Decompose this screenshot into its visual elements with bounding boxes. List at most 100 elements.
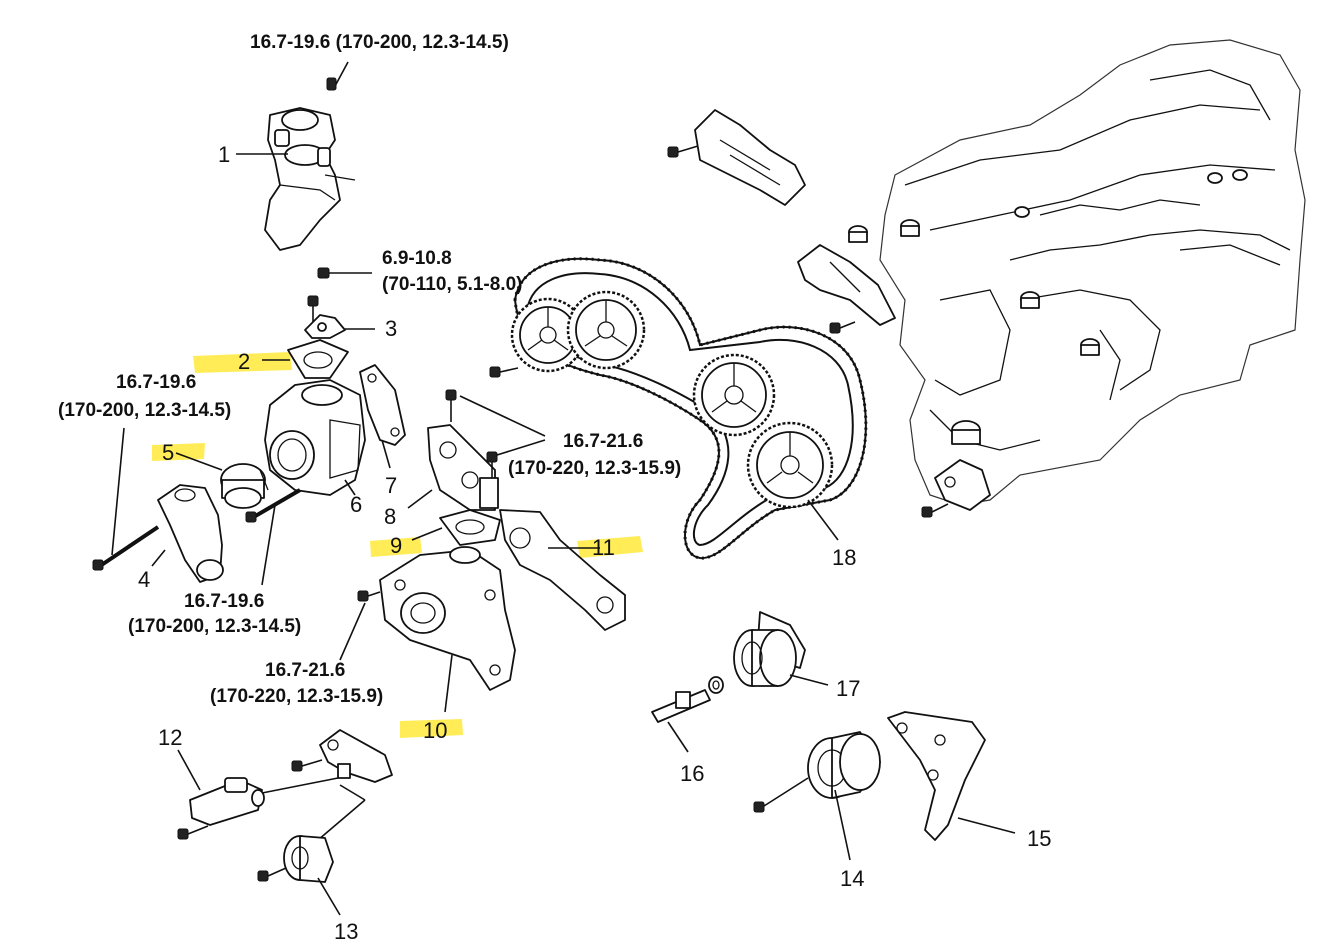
leader-12 <box>177 749 201 791</box>
gasket-2 <box>287 339 349 379</box>
highlight-2 <box>193 352 292 373</box>
leader-left-bolt <box>111 427 125 556</box>
tensioner-pulley-17 <box>733 611 806 687</box>
label-14: 14 <box>840 866 864 891</box>
label-1: 1 <box>218 142 230 167</box>
highlight-10 <box>400 719 463 738</box>
pump-plate <box>427 424 499 511</box>
water-outlet-fitting <box>264 107 356 251</box>
highlight-9 <box>370 537 422 557</box>
bolt-icon <box>307 295 319 322</box>
torque-spec-left-line1: 16.7-19.6 <box>116 372 196 393</box>
torque-spec-lower-line2: (170-200, 12.3-14.5) <box>128 616 301 637</box>
long-bolt-icon <box>245 488 302 523</box>
label-18: 18 <box>832 545 856 570</box>
leader-13-b <box>317 799 366 841</box>
thermostat-housing <box>264 379 366 496</box>
torque-spec-left-line2: (170-200, 12.3-14.5) <box>58 400 231 421</box>
torque-spec-lower-line1: 16.7-19.6 <box>184 591 264 612</box>
label-3: 3 <box>385 316 397 341</box>
label-4: 4 <box>138 567 150 592</box>
leader-16 <box>667 721 689 753</box>
torque-spec-top: 16.7-19.6 (170-200, 12.3-14.5) <box>250 32 509 53</box>
highlight-marks <box>152 352 643 738</box>
bolt-icon <box>921 503 949 518</box>
torque-spec-right-line2: (170-220, 12.3-15.9) <box>508 458 681 479</box>
gasket-11 <box>499 509 626 631</box>
leader-right-torque-a <box>459 395 546 437</box>
bolt-icon <box>291 759 323 772</box>
water-inlet-fitting <box>157 484 224 583</box>
water-pump <box>379 546 516 691</box>
cam-sprocket-left <box>510 297 586 373</box>
leader-lower-bolt <box>261 504 276 586</box>
label-16: 16 <box>680 761 704 786</box>
bolt-icon <box>489 366 519 378</box>
label-8: 8 <box>384 504 396 529</box>
label-7: 7 <box>385 473 397 498</box>
leader-pump-bolt <box>339 602 366 661</box>
leader-9 <box>411 527 443 541</box>
torque-spec-pump-line2: (170-220, 12.3-15.9) <box>210 686 383 707</box>
engine-bosses <box>848 169 1248 445</box>
leader-5 <box>175 452 223 471</box>
gasket-7 <box>359 364 406 446</box>
label-11: 11 <box>592 535 615 560</box>
leader-13 <box>317 877 341 916</box>
label-6: 6 <box>350 492 362 517</box>
leader-13-a <box>339 784 366 801</box>
highlight-11 <box>577 536 643 558</box>
highlight-5 <box>152 443 205 461</box>
leader-right-torque-b <box>496 439 546 456</box>
idler-bracket-15 <box>887 711 986 841</box>
torque-spec-mid-line2: (70-110, 5.1-8.0) <box>382 274 522 295</box>
bolt-icon <box>445 389 457 422</box>
auto-tensioner <box>189 777 265 826</box>
label-17: 17 <box>836 676 860 701</box>
leader-17 <box>789 674 829 686</box>
label-9: 9 <box>390 533 402 558</box>
bolt-icon <box>257 867 287 882</box>
bolt-icon <box>326 61 349 91</box>
leader-14 <box>834 789 851 861</box>
upper-timing-cover-bracket <box>694 109 806 206</box>
torque-spec-pump-line1: 16.7-21.6 <box>265 660 345 681</box>
label-10: 10 <box>423 718 447 743</box>
torque-spec-mid-line1: 6.9-10.8 <box>382 248 452 269</box>
lower-engine-bracket <box>934 459 991 511</box>
label-5: 5 <box>162 440 174 465</box>
timing-belt-assembly <box>513 257 868 560</box>
bolt-icon <box>829 321 856 334</box>
leader-7 <box>381 439 391 469</box>
leader-6 <box>344 479 356 496</box>
leader-18 <box>807 499 839 541</box>
tensioner-arm <box>319 729 393 783</box>
leader-10 <box>444 654 453 713</box>
crank-sprocket <box>746 421 834 509</box>
bolt-icon <box>753 777 809 813</box>
engine-block <box>848 39 1306 506</box>
idler-pulley-13 <box>283 835 334 883</box>
long-bolt-icon <box>92 525 160 571</box>
leader-4 <box>151 549 166 567</box>
gasket-9 <box>439 509 501 546</box>
torque-spec-right-line1: 16.7-21.6 <box>563 431 643 452</box>
leader-15 <box>957 817 1016 834</box>
bolt-icon <box>177 825 209 840</box>
thermostat <box>220 463 269 509</box>
leader-8 <box>407 489 433 509</box>
cam-sprocket-right <box>566 290 646 370</box>
washer <box>708 676 724 694</box>
idler-pulley-14 <box>807 731 881 799</box>
label-15: 15 <box>1027 826 1051 851</box>
side-bracket <box>797 244 896 326</box>
cam-sprocket-rear <box>692 353 776 437</box>
label-12: 12 <box>158 725 182 750</box>
label-2: 2 <box>238 349 250 374</box>
tensioner-link-line <box>261 777 339 794</box>
stud-bolt <box>651 689 711 723</box>
bolt-icon <box>357 590 381 602</box>
small-cover <box>304 314 346 339</box>
bolt-icon <box>486 451 498 478</box>
